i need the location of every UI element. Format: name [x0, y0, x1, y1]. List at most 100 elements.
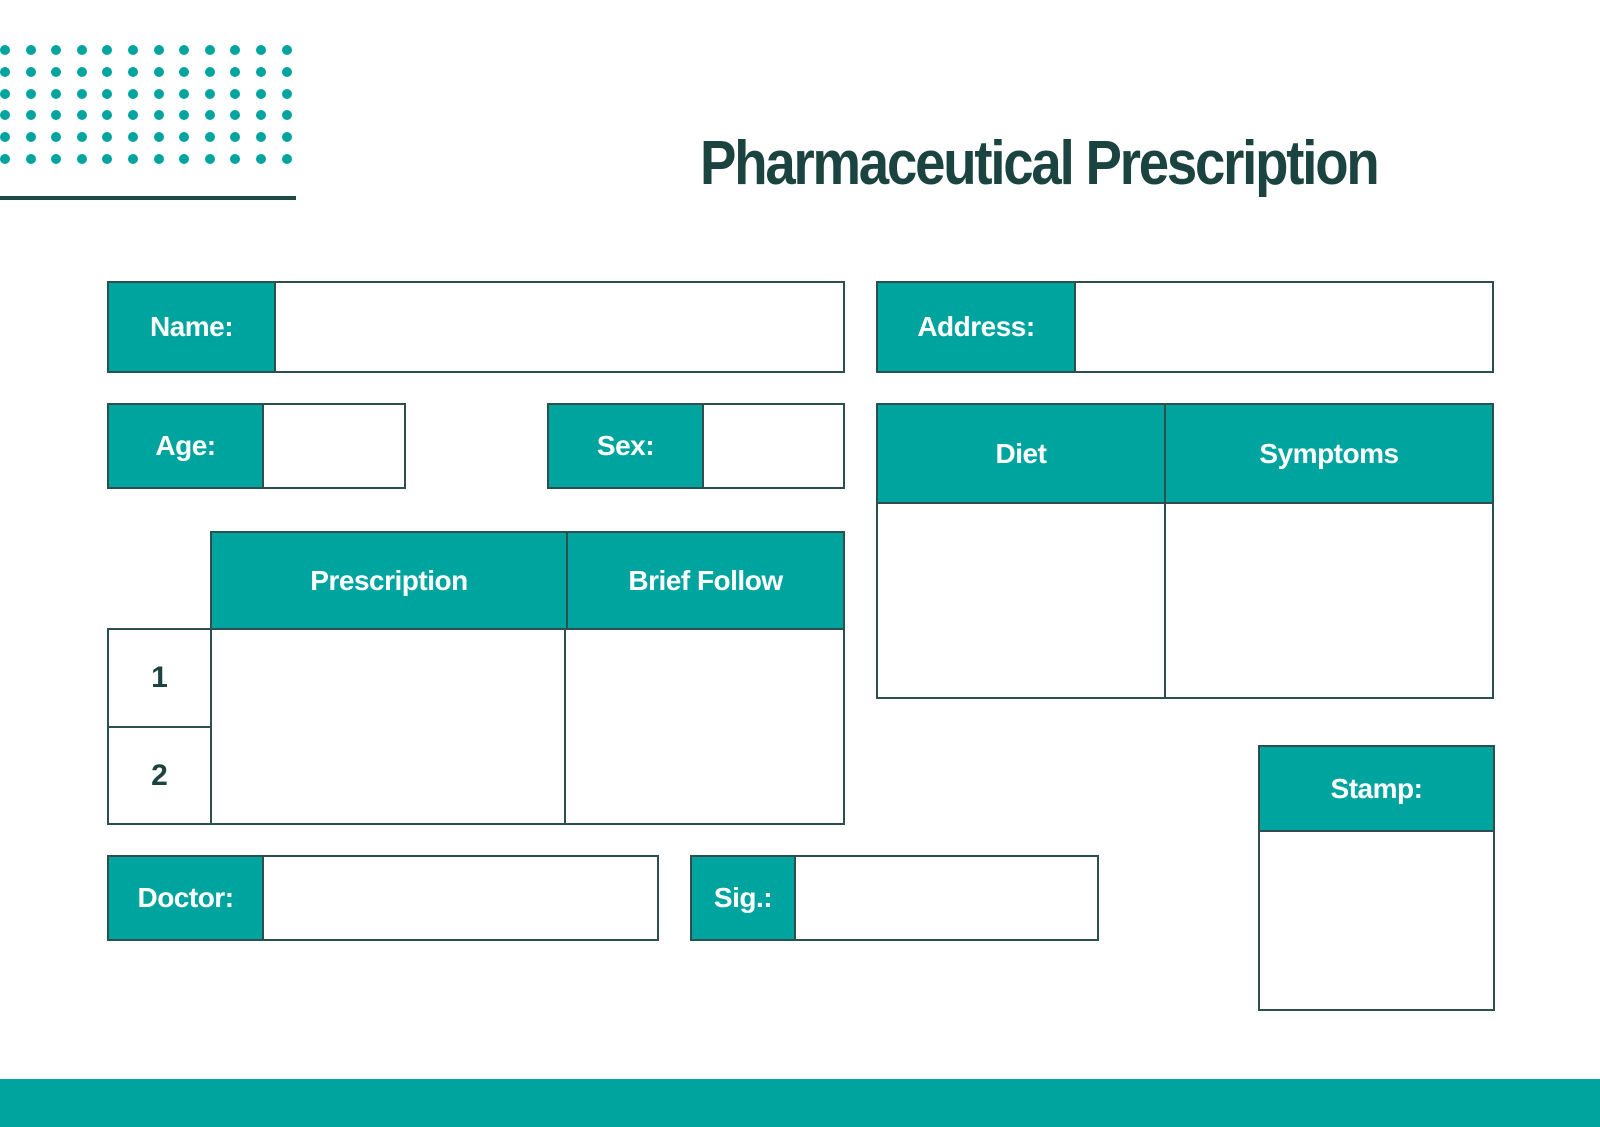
dot-icon [128, 154, 138, 164]
dot-icon [179, 132, 190, 143]
dot-icon [153, 88, 164, 99]
sex-label: Sex: [549, 405, 704, 487]
dot-icon [153, 132, 164, 143]
dot-icon [256, 110, 266, 121]
brief-follow-header: Brief Follow [568, 533, 843, 628]
dot-icon [230, 45, 241, 55]
dot-icon [230, 66, 241, 77]
doctor-field-group: Doctor: [107, 855, 659, 941]
dot-icon [153, 154, 164, 164]
dot-icon [256, 45, 266, 55]
dot-icon [179, 45, 190, 55]
sig-input[interactable] [796, 857, 1097, 939]
dot-icon [102, 66, 113, 77]
dot-icon [76, 88, 87, 99]
name-input[interactable] [276, 283, 843, 371]
dot-icon [230, 88, 241, 99]
address-field-group: Address: [876, 281, 1494, 373]
age-label: Age: [109, 405, 264, 487]
dot-icon [25, 154, 36, 164]
stamp-area[interactable] [1260, 832, 1493, 1009]
dot-pattern-icon [0, 45, 300, 170]
dot-icon [102, 132, 113, 143]
dot-icon [281, 110, 292, 121]
dot-icon [51, 66, 62, 77]
stamp-label: Stamp: [1260, 747, 1493, 830]
dot-icon [128, 132, 138, 143]
prescription-table-body: 1 2 [107, 628, 845, 825]
diet-symptoms-table: Diet Symptoms [876, 403, 1494, 699]
prescription-cell[interactable] [212, 630, 564, 823]
dot-icon [25, 66, 36, 77]
dot-icon [51, 45, 62, 55]
prescription-header: Prescription [212, 533, 566, 628]
dot-icon [128, 110, 138, 121]
age-input[interactable] [264, 405, 404, 487]
dot-icon [102, 110, 113, 121]
sex-input[interactable] [704, 405, 843, 487]
prescription-table: Prescription Brief Follow 1 2 [107, 531, 845, 825]
dot-icon [281, 66, 292, 77]
dot-icon [76, 66, 87, 77]
dot-icon [204, 45, 215, 55]
footer-bar [0, 1079, 1600, 1127]
dot-icon [25, 45, 36, 55]
dot-icon [153, 45, 164, 55]
doctor-label: Doctor: [109, 857, 264, 939]
doctor-input[interactable] [264, 857, 657, 939]
dot-icon [0, 110, 10, 121]
dot-icon [128, 66, 138, 77]
dot-icon [204, 66, 215, 77]
row-number-2: 2 [151, 758, 168, 792]
decorative-divider [0, 196, 296, 200]
diet-cell[interactable] [878, 504, 1164, 697]
dot-icon [0, 66, 10, 77]
dot-icon [102, 45, 113, 55]
dot-icon [51, 88, 62, 99]
dot-icon [0, 88, 10, 99]
dot-icon [204, 154, 215, 164]
diet-header: Diet [878, 405, 1164, 502]
name-label: Name: [109, 283, 276, 371]
dot-icon [153, 110, 164, 121]
dot-icon [153, 66, 164, 77]
stamp-box: Stamp: [1258, 745, 1495, 1011]
dot-icon [25, 110, 36, 121]
dot-icon [102, 88, 113, 99]
dot-icon [128, 45, 138, 55]
sex-field-group: Sex: [547, 403, 845, 489]
dot-icon [0, 154, 10, 164]
address-input[interactable] [1076, 283, 1492, 371]
name-field-group: Name: [107, 281, 845, 373]
page-title: Pharmaceutical Prescription [700, 129, 1380, 198]
dot-icon [25, 88, 36, 99]
dot-icon [204, 132, 215, 143]
dot-icon [51, 154, 62, 164]
dot-icon [256, 66, 266, 77]
dot-icon [179, 66, 190, 77]
dot-icon [204, 110, 215, 121]
row-number-1: 1 [151, 661, 168, 694]
sig-label: Sig.: [692, 857, 796, 939]
dot-icon [230, 110, 241, 121]
dot-icon [256, 88, 266, 99]
dot-icon [281, 132, 292, 143]
dot-icon [0, 45, 10, 55]
dot-icon [281, 88, 292, 99]
prescription-table-header: Prescription Brief Follow [210, 531, 845, 630]
age-field-group: Age: [107, 403, 406, 489]
dot-icon [281, 154, 292, 164]
dot-icon [102, 154, 113, 164]
dot-icon [179, 154, 190, 164]
symptoms-cell[interactable] [1166, 504, 1492, 697]
dot-icon [179, 110, 190, 121]
brief-follow-cell[interactable] [566, 630, 843, 823]
dot-icon [76, 132, 87, 143]
address-label: Address: [878, 283, 1076, 371]
dot-icon [256, 154, 266, 164]
dot-icon [76, 110, 87, 121]
dot-icon [76, 45, 87, 55]
dot-icon [0, 132, 10, 143]
dot-icon [25, 132, 36, 143]
dot-icon [230, 132, 241, 143]
